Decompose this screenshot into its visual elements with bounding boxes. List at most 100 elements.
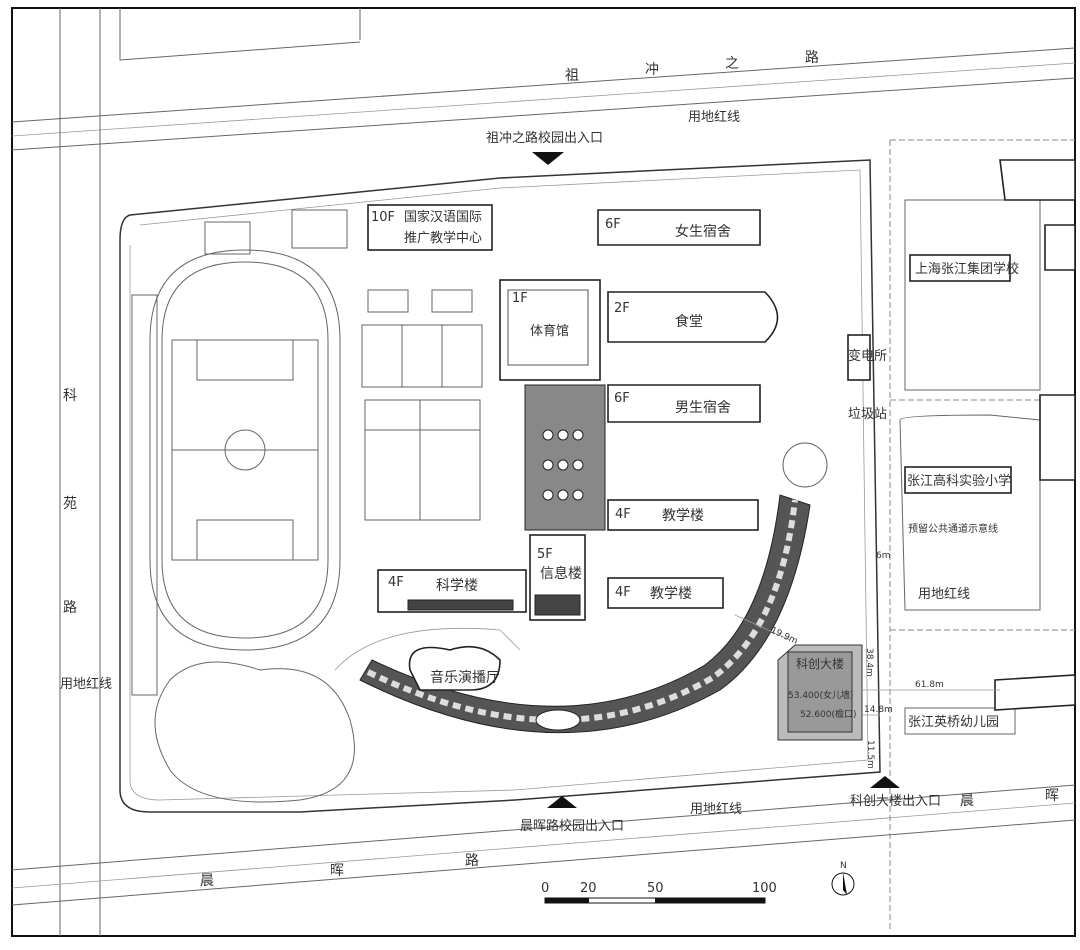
road-edge-north-2 — [11, 77, 1076, 151]
info-name: 信息楼 — [540, 565, 582, 582]
road-edge-south-2 — [11, 819, 1076, 906]
teach1-name: 教学楼 — [662, 508, 704, 524]
neighbor-buildings — [994, 159, 1076, 711]
hanyu-floors: 10F — [371, 210, 395, 225]
road-center-south — [11, 802, 1076, 889]
building-hanyu-center — [367, 204, 493, 251]
canteen-name: 食堂 — [675, 313, 703, 330]
label: 晖 — [330, 863, 344, 879]
building-canteen — [607, 291, 779, 343]
gym-name: 体育馆 — [530, 323, 569, 339]
dim-11-5: 11.5m — [865, 740, 875, 769]
drawing-line — [542, 429, 554, 441]
neighbor-school-box — [909, 254, 1011, 282]
boys-name: 男生宿舍 — [675, 399, 731, 416]
kechuang-entrance-label: 科创大楼出入口 — [850, 794, 941, 809]
label: 祖 — [565, 68, 579, 84]
dim-14-8: 14.8m — [864, 705, 893, 715]
drawing-line — [734, 614, 791, 641]
road-name-north: 祖冲 之路 — [565, 50, 819, 84]
neighbor-school: 上海张江集团学校 — [915, 261, 1019, 277]
drawing-line — [361, 324, 483, 388]
dim-6m: 6m — [876, 551, 891, 561]
arc-building-rooms — [366, 499, 798, 723]
drawing-line — [542, 489, 554, 501]
garbage-label: 垃圾站 — [848, 407, 887, 422]
neighbor-kindergarten: 张江英桥幼儿园 — [908, 715, 999, 730]
road-center-north — [11, 62, 1076, 137]
drawing-line — [557, 489, 569, 501]
road-name-south: 晨晖路 晨晖 — [200, 788, 1059, 889]
red-line-label-east: 用地红线 — [918, 586, 970, 602]
drawing-line — [557, 429, 569, 441]
north-arrow-icon: N — [831, 861, 855, 896]
corridor-skylights — [542, 429, 584, 501]
canteen-floors: 2F — [614, 301, 630, 316]
red-line-label-west: 用地红线 — [60, 676, 112, 692]
neighbor-primary: 张江高科实验小学 — [907, 473, 1011, 489]
south-entrance-label: 晨晖路校园出入口 — [520, 818, 624, 834]
drawing-line — [507, 289, 589, 366]
drawing-line — [204, 221, 251, 255]
label: 晨 — [960, 793, 974, 809]
kechuang-eave: 52.600(檐口) — [800, 708, 857, 720]
girls-floors: 6F — [605, 217, 621, 232]
teach1-floors: 4F — [615, 507, 631, 522]
teach2-name: 教学楼 — [650, 586, 692, 602]
building-girls-dorm — [597, 209, 761, 246]
drawing-line — [367, 289, 409, 313]
neighbor-primary-box — [904, 466, 1012, 494]
arc-courtyard — [535, 709, 581, 731]
drawing-line — [545, 898, 589, 903]
drawing-line — [196, 339, 294, 381]
neighbor-fields — [899, 199, 1041, 611]
label: 路 — [805, 50, 819, 66]
scale-tick-0: 0 — [541, 881, 549, 896]
drawing-line — [542, 459, 554, 471]
gym-floors: 1F — [512, 291, 528, 306]
drawing-line — [149, 249, 341, 651]
girls-name: 女生宿舍 — [675, 223, 731, 240]
north-label: N — [840, 861, 847, 871]
label: 路 — [63, 600, 77, 616]
north-entrance-label: 祖冲之路校园出入口 — [486, 130, 603, 146]
dimension-lines — [734, 614, 1000, 716]
central-corridor — [524, 384, 606, 531]
red-line-label-north: 用地红线 — [688, 109, 740, 125]
label: 苑 — [63, 496, 77, 512]
kechuang-height: 38.4m — [864, 648, 874, 677]
teach2-floors: 4F — [615, 585, 631, 600]
drawing-line — [655, 898, 765, 903]
garden-area — [154, 661, 355, 803]
music-hall — [408, 645, 501, 691]
building-teaching-1 — [607, 499, 759, 531]
round-plaza — [782, 442, 828, 488]
info-stair — [534, 594, 581, 616]
science-floors: 4F — [388, 575, 404, 590]
substation-label: 变电所 — [848, 348, 887, 364]
drawing-line — [572, 429, 584, 441]
plaza-paving — [334, 627, 521, 671]
info-floors: 5F — [537, 547, 553, 562]
inner-road-loop — [129, 169, 869, 801]
hanyu-name-1: 国家汉语国际 — [404, 209, 482, 225]
dim-61-8: 61.8m — [915, 680, 944, 690]
passage-label: 预留公共通道示意线 — [908, 522, 998, 535]
science-name: 科学楼 — [436, 578, 478, 594]
label: 路 — [465, 853, 479, 869]
kechuang-entrance-arrow — [870, 776, 900, 788]
roads — [11, 8, 1076, 936]
kechuang-name: 科创大楼 — [796, 656, 844, 671]
neighbor-boundaries — [889, 139, 1075, 930]
south-entrance-arrow — [547, 796, 577, 808]
drawing-line — [224, 429, 266, 471]
science-strip — [407, 599, 514, 611]
drawing-line — [843, 872, 847, 895]
courts — [204, 209, 483, 521]
label: 之 — [725, 56, 739, 72]
label: 科 — [63, 388, 77, 404]
drawing-line — [572, 459, 584, 471]
site-boundary-line — [119, 159, 881, 813]
road-edge-north-1 — [11, 47, 1076, 123]
